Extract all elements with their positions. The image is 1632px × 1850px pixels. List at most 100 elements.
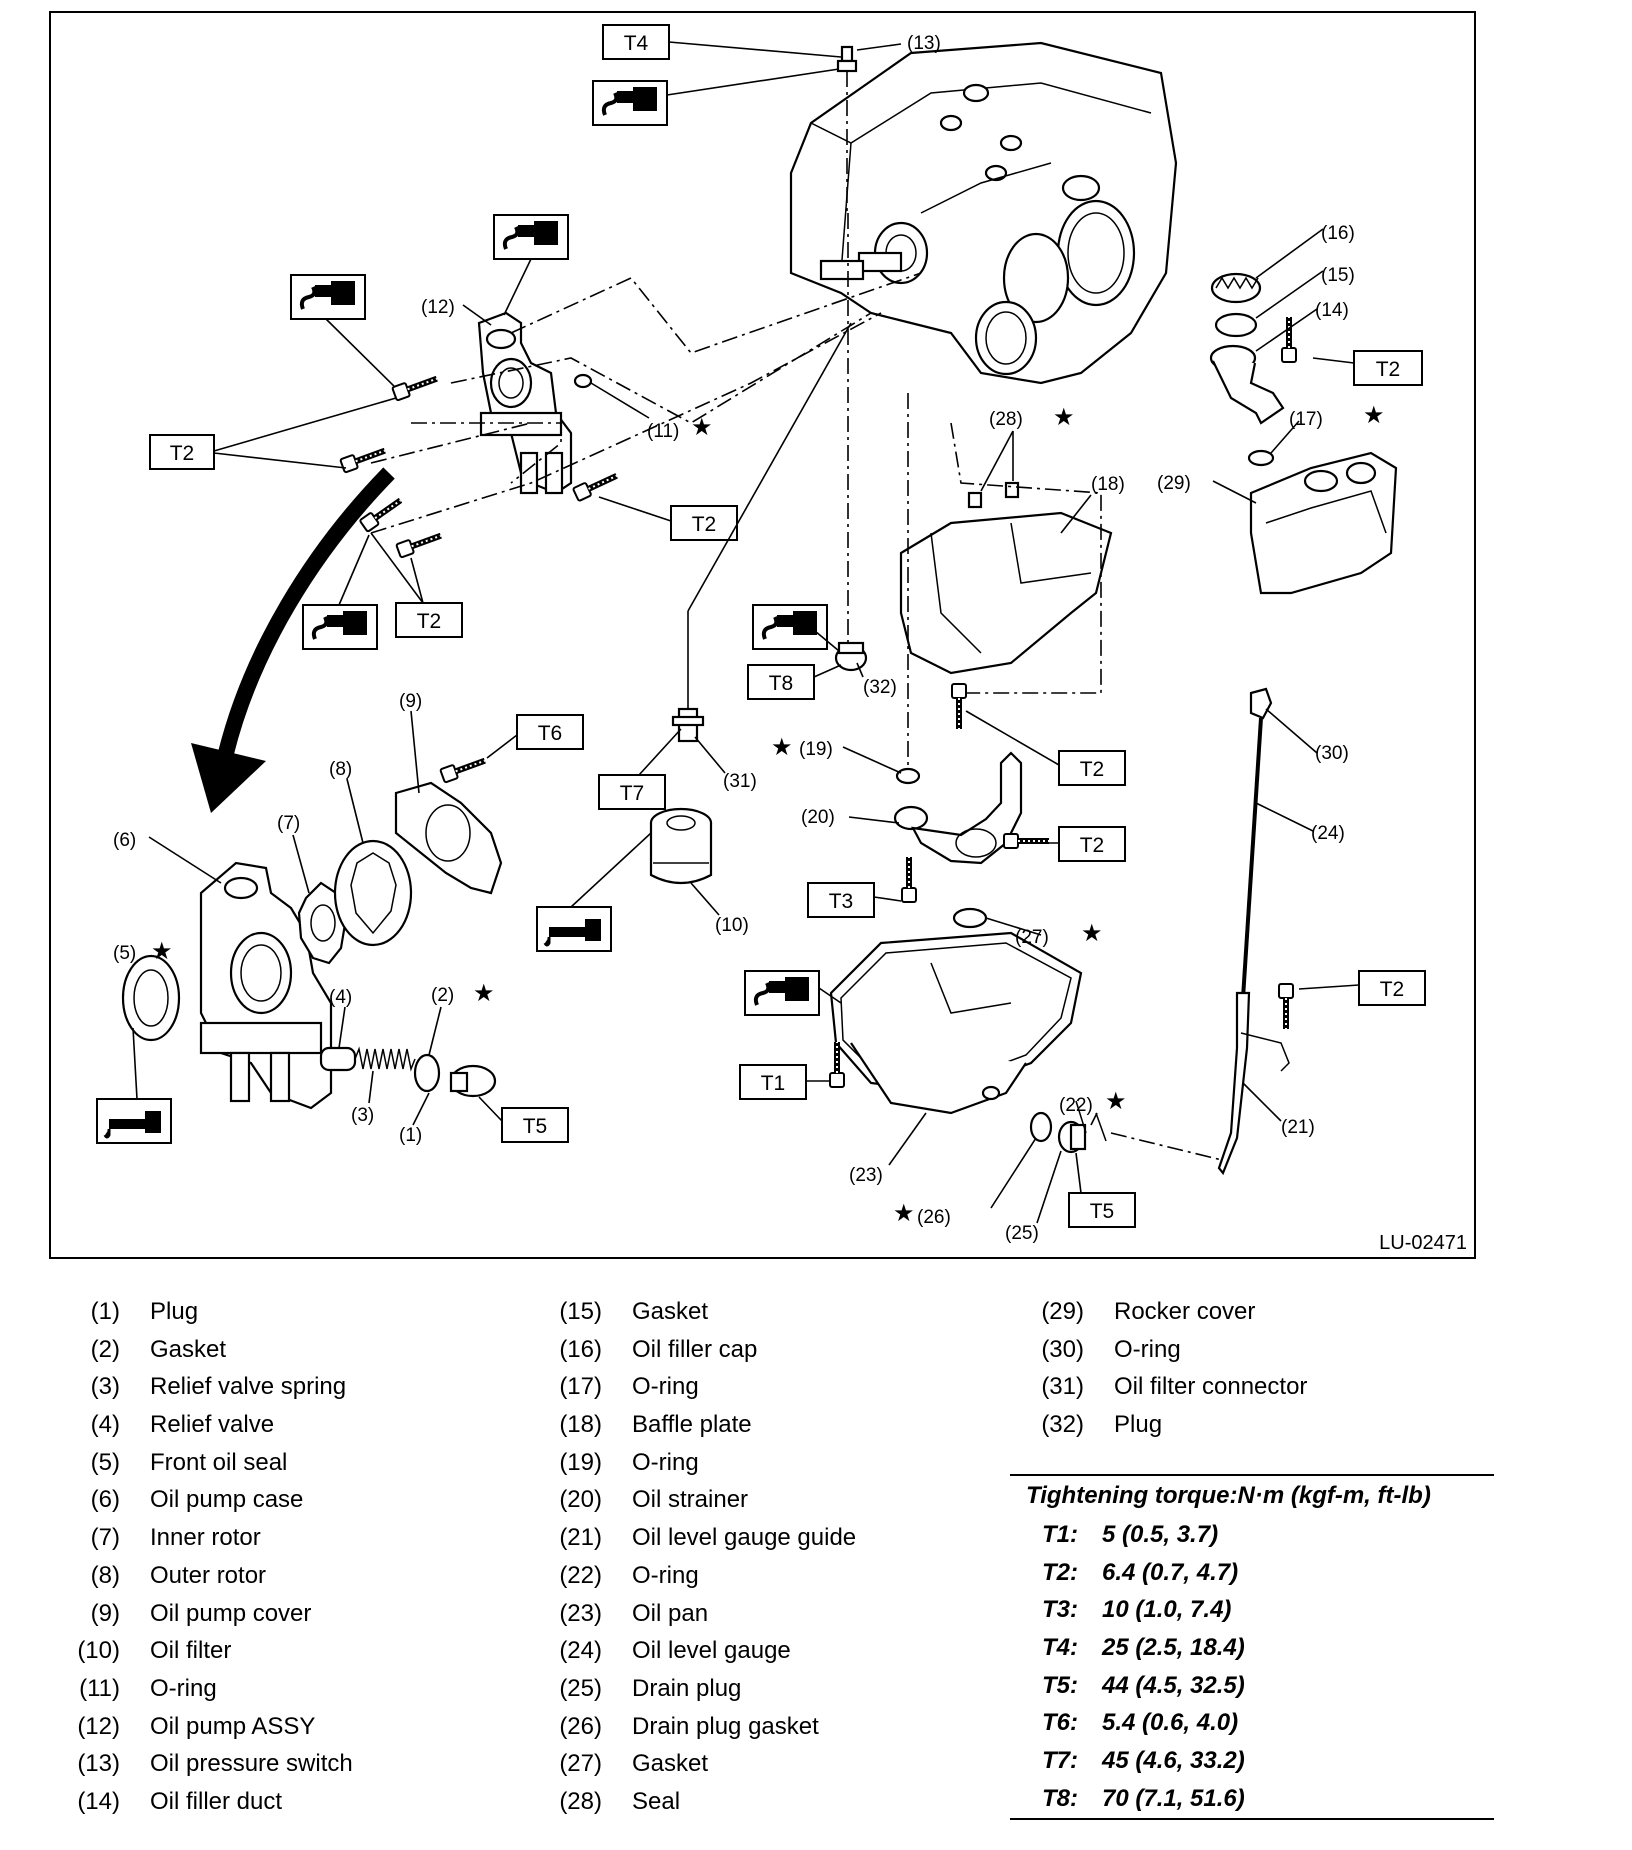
svg-text:(9): (9) — [399, 691, 422, 712]
svg-text:(4): (4) — [329, 987, 352, 1008]
t2-callout: T2 — [1312, 350, 1423, 386]
legend-item-name: Oil pump ASSY — [150, 1712, 316, 1740]
svg-text:(3): (3) — [351, 1105, 374, 1126]
svg-text:T2: T2 — [1376, 358, 1401, 381]
plug-32 — [834, 213, 868, 672]
legend-item-name: O-ring — [632, 1561, 699, 1589]
legend-item-name: Relief valve — [150, 1411, 275, 1439]
legend-item-name: O-ring — [1114, 1335, 1181, 1363]
svg-text:T2: T2 — [1080, 758, 1105, 781]
baffle-plate — [899, 422, 1113, 729]
legend-item-number: (23) — [559, 1599, 602, 1627]
torque-code: T8: — [1042, 1784, 1078, 1812]
legend-item-number: (11) — [79, 1674, 120, 1702]
legend-item-name: Gasket — [150, 1335, 227, 1363]
svg-text:★: ★ — [473, 979, 495, 1007]
legend-item-number: (32) — [1041, 1411, 1084, 1439]
legend-item-name: Oil level gauge guide — [632, 1524, 857, 1552]
legend-item-name: Plug — [1114, 1411, 1163, 1439]
t2-callout: T2 — [598, 496, 738, 541]
svg-text:★: ★ — [1081, 919, 1103, 947]
sealant-symbol — [743, 969, 821, 1017]
torque-row: T8: 70 (7.1, 51.6) — [1010, 1780, 1494, 1818]
legend-item-name: Oil pump cover — [150, 1599, 312, 1627]
legend-item-number: (6) — [90, 1486, 120, 1514]
o-ring-17 — [1247, 449, 1275, 467]
svg-text:(22): (22) — [1059, 1095, 1093, 1116]
t4-callout: T4 — [602, 24, 842, 60]
oil-pan — [830, 907, 1083, 1115]
sealant-symbol — [751, 603, 829, 651]
legend-item-number: (25) — [559, 1674, 602, 1702]
torque-code: T7: — [1042, 1747, 1078, 1775]
oil-filler-cap — [1210, 272, 1262, 304]
svg-text:(2): (2) — [431, 985, 454, 1006]
torque-value: 70 (7.1, 51.6) — [1102, 1784, 1245, 1812]
legend-item-name: Drain plug — [632, 1674, 742, 1702]
torque-row: T1:5 (0.5, 3.7) — [1010, 1516, 1494, 1554]
legend-item-name: Oil pump case — [150, 1486, 304, 1514]
svg-text:T2: T2 — [1080, 834, 1105, 857]
svg-text:(10): (10) — [715, 915, 749, 936]
plug-part — [449, 1064, 497, 1098]
torque-title: Tightening torque:N·m (kgf-m, ft-lb) — [1026, 1482, 1431, 1509]
part-number-labels: (1) (2) (3) (4) (5) (6) (7) (8) (9) (10)… — [113, 33, 1355, 1244]
legend-item-number: (2) — [90, 1335, 120, 1363]
t1-callout: T1 — [739, 1064, 831, 1100]
o-ring-19 — [895, 767, 921, 785]
torque-row: T6:5.4 (0.6, 4.0) — [1010, 1704, 1494, 1742]
legend-item-name: Gasket — [632, 1298, 709, 1325]
torque-bottom-rule — [1010, 1817, 1494, 1820]
svg-text:(24): (24) — [1311, 823, 1345, 844]
torque-code: T1: — [1042, 1521, 1078, 1548]
sealant-symbol — [301, 603, 379, 651]
legend-item-name: Oil filter connector — [1114, 1373, 1308, 1401]
svg-text:★: ★ — [1053, 403, 1075, 431]
svg-text:(32): (32) — [863, 677, 897, 698]
legend-item-number: (30) — [1041, 1335, 1084, 1363]
svg-text:T2: T2 — [1380, 978, 1405, 1001]
outer-rotor — [333, 839, 413, 947]
svg-text:(12): (12) — [421, 297, 455, 318]
legend-item-number: (31) — [1041, 1373, 1084, 1401]
torque-value: 6.4 (0.7, 4.7) — [1102, 1558, 1239, 1586]
legend-item-number: (28) — [559, 1787, 602, 1815]
relief-valve — [319, 1046, 357, 1072]
exploded-diagram: T4 T2 T2 T2 — [49, 11, 1476, 1259]
oil-filler-duct — [1209, 317, 1296, 425]
svg-text:(1): (1) — [399, 1125, 422, 1146]
svg-text:★: ★ — [151, 937, 173, 965]
sealant-symbol — [289, 273, 367, 321]
oil-level-gauge — [1241, 687, 1273, 999]
svg-text:T4: T4 — [624, 32, 649, 55]
svg-text:T3: T3 — [829, 890, 854, 913]
svg-text:T6: T6 — [538, 722, 563, 745]
svg-text:(26): (26) — [917, 1207, 951, 1228]
oil-filter-connector — [671, 322, 852, 743]
svg-text:★: ★ — [1363, 401, 1385, 429]
svg-text:★: ★ — [691, 413, 713, 441]
diagram-canvas: T4 T2 T2 T2 — [95, 24, 1467, 1254]
gasket-ring — [413, 1053, 441, 1093]
legend-item-number: (13) — [77, 1750, 120, 1778]
legend-item-number: (20) — [559, 1486, 602, 1514]
legend-item-number: (7) — [90, 1524, 120, 1552]
svg-text:(25): (25) — [1005, 1223, 1039, 1244]
legend-item-name: Oil filler cap — [632, 1335, 758, 1363]
torque-row: T5:44 (4.5, 32.5) — [1010, 1667, 1494, 1705]
tightening-torque-table: Tightening torque:N·m (kgf-m, ft-lb) T1:… — [1010, 1474, 1494, 1820]
torque-row: T2:6.4 (0.7, 4.7) — [1010, 1554, 1494, 1592]
svg-text:★: ★ — [893, 1199, 915, 1227]
legend-item-number: (26) — [559, 1712, 602, 1740]
t2-callout: T2 — [370, 532, 463, 638]
svg-text:(11): (11) — [647, 421, 679, 442]
legend-item-name: Rocker cover — [1114, 1298, 1256, 1325]
legend-item-number: (12) — [77, 1712, 120, 1740]
legend-item-name: O-ring — [632, 1448, 699, 1476]
svg-text:(20): (20) — [801, 807, 835, 828]
svg-text:T5: T5 — [1090, 1200, 1115, 1223]
svg-text:(14): (14) — [1315, 300, 1349, 321]
svg-text:★: ★ — [1105, 1087, 1127, 1115]
oil-pump-cover — [394, 754, 503, 895]
sealant-symbol — [591, 79, 669, 127]
